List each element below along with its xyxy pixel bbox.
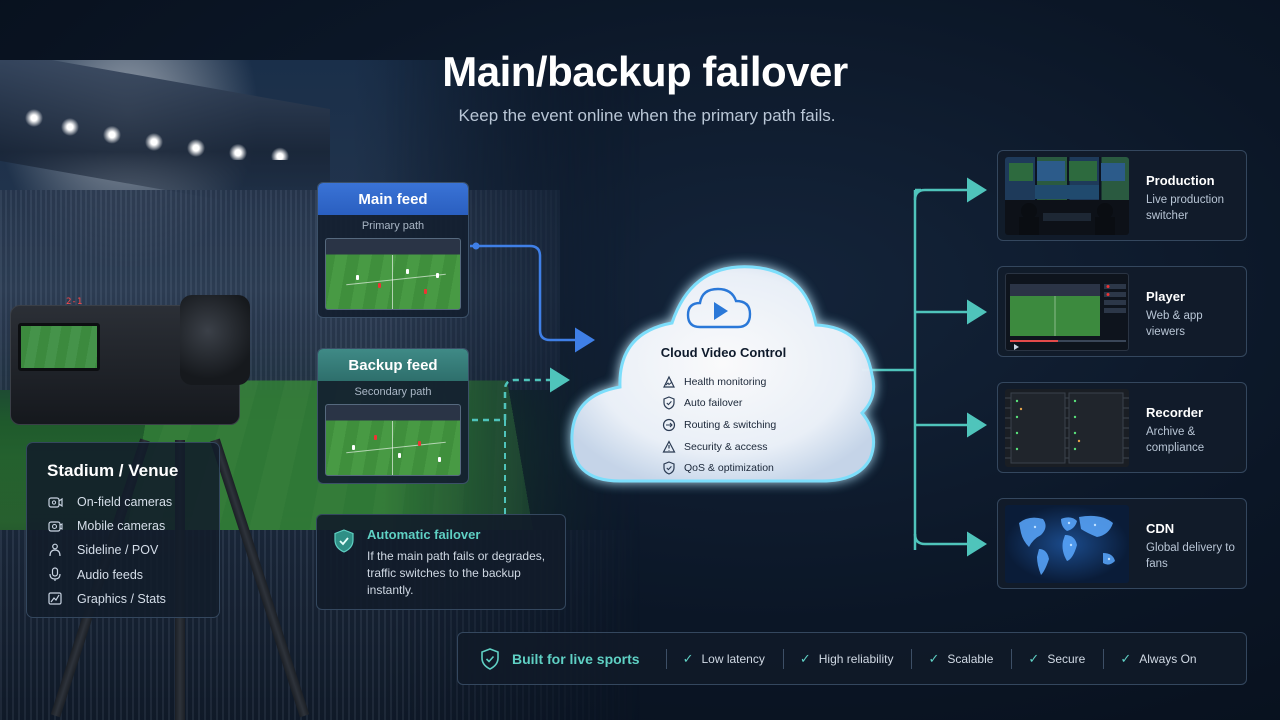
check-icon: ✓ [799, 650, 811, 666]
main-feed-title: Main feed [318, 183, 468, 215]
broadcast-camera: 2-1 [0, 285, 260, 455]
branch-cdn [913, 531, 987, 557]
failover-title: Automatic failover [367, 527, 481, 542]
destination-subtitle: Global delivery to fans [1146, 542, 1235, 570]
feature-item: ✓ Always On [1120, 651, 1196, 667]
heart-pulse-icon [662, 375, 676, 389]
camera-lens [180, 295, 250, 385]
feature-item: ✓ Low latency [683, 651, 765, 667]
camera-viewfinder [18, 323, 100, 371]
venue-item-label: Sideline / POV [77, 543, 159, 558]
routing-icon [662, 418, 676, 432]
distribution-trunk [913, 188, 922, 550]
feature-item: ✓ Secure [1028, 651, 1085, 667]
failover-note: Automatic failover If the main path fail… [316, 514, 566, 610]
microphone-icon [47, 567, 63, 583]
venue-panel: Stadium / Venue On-field cameras Mobile … [26, 442, 220, 618]
check-icon: ✓ [682, 650, 694, 666]
main-feed-card[interactable]: Main feed Primary path [317, 182, 469, 318]
cloud-feature: Health monitoring [662, 371, 776, 393]
venue-item-label: Graphics / Stats [77, 591, 166, 606]
destination-title: CDN [1146, 521, 1175, 536]
venue-item-label: Mobile cameras [77, 519, 166, 534]
cloud-title: Cloud Video Control [660, 345, 787, 360]
cloud-feature-label: Health monitoring [684, 375, 767, 388]
cloud-feature-label: Routing & switching [684, 418, 777, 431]
feature-label: Secure [1047, 651, 1086, 666]
backup-feed-path: Secondary path [354, 386, 432, 398]
features-bar-title: Built for live sports [512, 650, 640, 667]
destination-subtitle: Live production switcher [1146, 194, 1224, 222]
backup-feed-title: Backup feed [318, 349, 468, 381]
shield-check-icon [480, 647, 500, 670]
page-title: Main/backup failover [442, 48, 848, 95]
destination-title: Production [1146, 173, 1215, 188]
features-bar: Built for live sports ✓ Low latency ✓ High… [457, 632, 1247, 685]
venue-title: Stadium / Venue [47, 461, 179, 480]
camera-icon [47, 494, 63, 510]
cloud-shape [570, 265, 876, 483]
main-feed-thumbnail [325, 238, 461, 310]
person-icon [47, 542, 63, 558]
feature-item: ✓ Scalable [928, 651, 993, 667]
stadium-lights [10, 100, 310, 160]
gauge-icon [662, 461, 676, 475]
venue-item: On-field cameras [47, 490, 219, 514]
divider [911, 648, 913, 669]
venue-item-label: On-field cameras [77, 495, 173, 510]
player-thumbnail [1005, 273, 1129, 351]
venue-item: Mobile cameras [47, 514, 219, 538]
world-map-thumbnail [1005, 505, 1129, 583]
cloud-video-control[interactable]: Cloud Video Control Health monitoring Au… [560, 245, 890, 495]
camera-rec-label: 2-1 [66, 297, 83, 307]
cloud-play-icon [686, 287, 752, 329]
recorder-thumbnail [1005, 389, 1129, 467]
destination-subtitle: Web & app viewers [1146, 310, 1203, 338]
divider [782, 648, 784, 669]
cloud-feature-label: Auto failover [684, 397, 743, 410]
venue-item: Graphics / Stats [47, 587, 219, 611]
chart-icon [47, 591, 63, 607]
divider [665, 648, 667, 669]
production-thumbnail [1005, 157, 1129, 235]
divider [1011, 648, 1013, 669]
destination-production[interactable]: Production Live production switcher [997, 150, 1247, 241]
shield-check-icon [333, 529, 355, 553]
cloud-feature-label: Security & access [684, 440, 768, 453]
venue-item: Audio feeds [47, 563, 219, 587]
branch-production [913, 177, 987, 203]
main-feed-path: Primary path [361, 220, 425, 232]
feature-label: Scalable [947, 651, 994, 666]
check-icon: ✓ [1120, 650, 1132, 666]
shield-icon [662, 396, 676, 411]
venue-item-label: Audio feeds [77, 567, 144, 582]
check-icon: ✓ [1028, 650, 1040, 666]
destination-title: Recorder [1146, 405, 1204, 420]
cloud-feature-list: Health monitoring Auto failover Routing … [662, 371, 776, 479]
divider [1103, 648, 1105, 669]
failover-text: If the main path fails or degrades, traf… [367, 549, 546, 597]
page-subtitle: Keep the event online when the primary p… [458, 106, 836, 125]
cloud-feature: Auto failover [662, 393, 776, 415]
lock-icon [662, 439, 676, 454]
backup-feed-card[interactable]: Backup feed Secondary path [317, 348, 469, 484]
mobile-camera-icon [47, 518, 63, 534]
feature-label: High reliability [818, 651, 894, 666]
feature-label: Always On [1139, 651, 1197, 666]
cloud-feature: Security & access [662, 436, 776, 458]
cloud-feature: Routing & switching [662, 414, 776, 436]
cloud-feature-label: QoS & optimization [684, 462, 774, 475]
feature-item: ✓ High reliability [800, 651, 894, 667]
backup-feed-thumbnail [325, 404, 461, 476]
cloud-feature: QoS & optimization [662, 457, 776, 479]
destination-recorder[interactable]: Recorder Archive & compliance [997, 382, 1247, 473]
destination-subtitle: Archive & compliance [1146, 426, 1205, 454]
destination-player[interactable]: Player Web & app viewers [997, 266, 1247, 357]
check-icon: ✓ [928, 650, 940, 666]
destination-title: Player [1146, 289, 1186, 304]
destination-cdn[interactable]: CDN Global delivery to fans [997, 498, 1247, 589]
feature-label: Low latency [701, 651, 765, 666]
venue-item: Sideline / POV [47, 538, 219, 562]
